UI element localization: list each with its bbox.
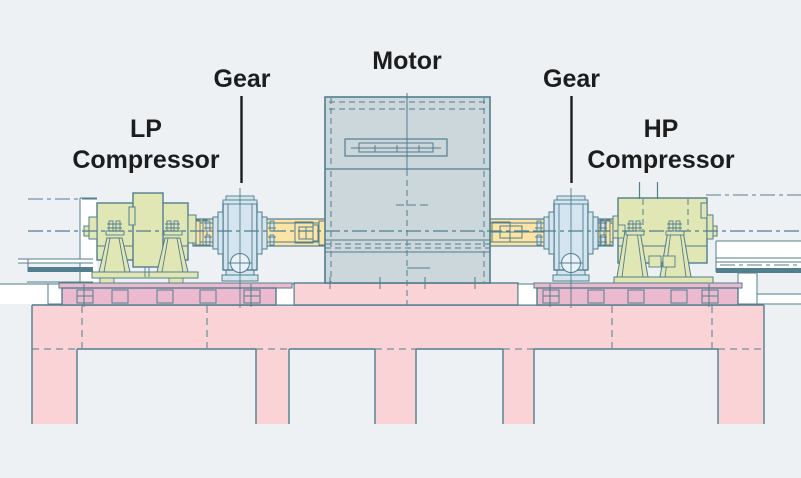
frame-ticks xyxy=(329,277,476,289)
motor-hidden-lines xyxy=(329,98,486,282)
support-block xyxy=(662,255,676,268)
label-gear-left: Gear xyxy=(214,65,271,93)
anchor-bolt-cross xyxy=(244,284,260,307)
side-flange xyxy=(212,216,219,250)
centerlines xyxy=(28,194,801,232)
baseplate-body xyxy=(61,287,277,306)
coupling-flange xyxy=(605,219,611,247)
side-flange xyxy=(261,216,268,250)
coupling-flange xyxy=(318,220,326,246)
casing-slot xyxy=(128,206,136,226)
side-flange xyxy=(587,211,594,255)
gear-right xyxy=(535,188,607,308)
shaft-end-cover xyxy=(706,214,714,240)
label-motor: Motor xyxy=(372,47,442,75)
anchor-bolt-cross xyxy=(543,284,559,307)
foundation-hidden-lines xyxy=(32,306,764,350)
platform-slab xyxy=(716,241,801,272)
side-flange xyxy=(543,216,550,250)
shaft-gear-to-motor xyxy=(265,218,326,247)
shaft-end-cover xyxy=(187,214,197,244)
flange-bolts xyxy=(535,220,607,246)
motor-pedestal xyxy=(293,282,519,306)
side-flange xyxy=(256,211,263,255)
baseplate-body xyxy=(536,287,739,306)
side-flange xyxy=(548,211,555,255)
label-gear-right: Gear xyxy=(543,65,600,93)
label-lp-compressor-line1: LP xyxy=(130,115,162,143)
anchor-bolt-cross xyxy=(77,284,93,307)
chock xyxy=(168,277,184,284)
drain-lines xyxy=(144,267,150,277)
foundation-column-edges xyxy=(76,349,719,424)
chock xyxy=(99,277,115,284)
coupling-flange xyxy=(599,219,605,247)
coupling-flange xyxy=(312,224,319,242)
motor xyxy=(324,93,491,305)
shaft-end-cover xyxy=(612,215,619,239)
flange-bolts xyxy=(204,220,276,246)
label-lp-compressor-line2: Compressor xyxy=(72,146,220,174)
casing-center-block xyxy=(132,192,164,268)
support-block xyxy=(648,255,662,268)
baseplate-flange xyxy=(58,282,293,289)
walkway-left xyxy=(0,197,97,305)
side-flange xyxy=(592,216,599,250)
motor-nameplate xyxy=(344,138,448,157)
labels: LP Compressor Gear Motor Gear HP Compres… xyxy=(72,47,735,199)
gear-left xyxy=(204,188,276,308)
foundation-fill xyxy=(32,305,764,424)
baseplate-left xyxy=(58,282,293,307)
label-hp-compressor-line1: HP xyxy=(644,115,679,143)
baseplate-flange xyxy=(533,282,743,289)
shaft-end-cover xyxy=(88,216,98,240)
coupling-flange xyxy=(195,219,201,247)
baseplate-right xyxy=(533,282,743,307)
anchor-bolt-cross xyxy=(702,284,718,307)
coupling-flange xyxy=(202,219,208,247)
platform-beam xyxy=(28,267,93,272)
platform-beam xyxy=(716,268,801,273)
side-flange xyxy=(217,211,224,255)
hidden-nozzle-lines xyxy=(642,199,689,230)
casing-slot xyxy=(700,202,708,219)
label-hp-compressor-line2: Compressor xyxy=(587,146,735,174)
foot-bar xyxy=(613,276,714,284)
platform-deck-lines xyxy=(715,240,801,272)
hp-compressor-leader-lines xyxy=(638,182,659,199)
